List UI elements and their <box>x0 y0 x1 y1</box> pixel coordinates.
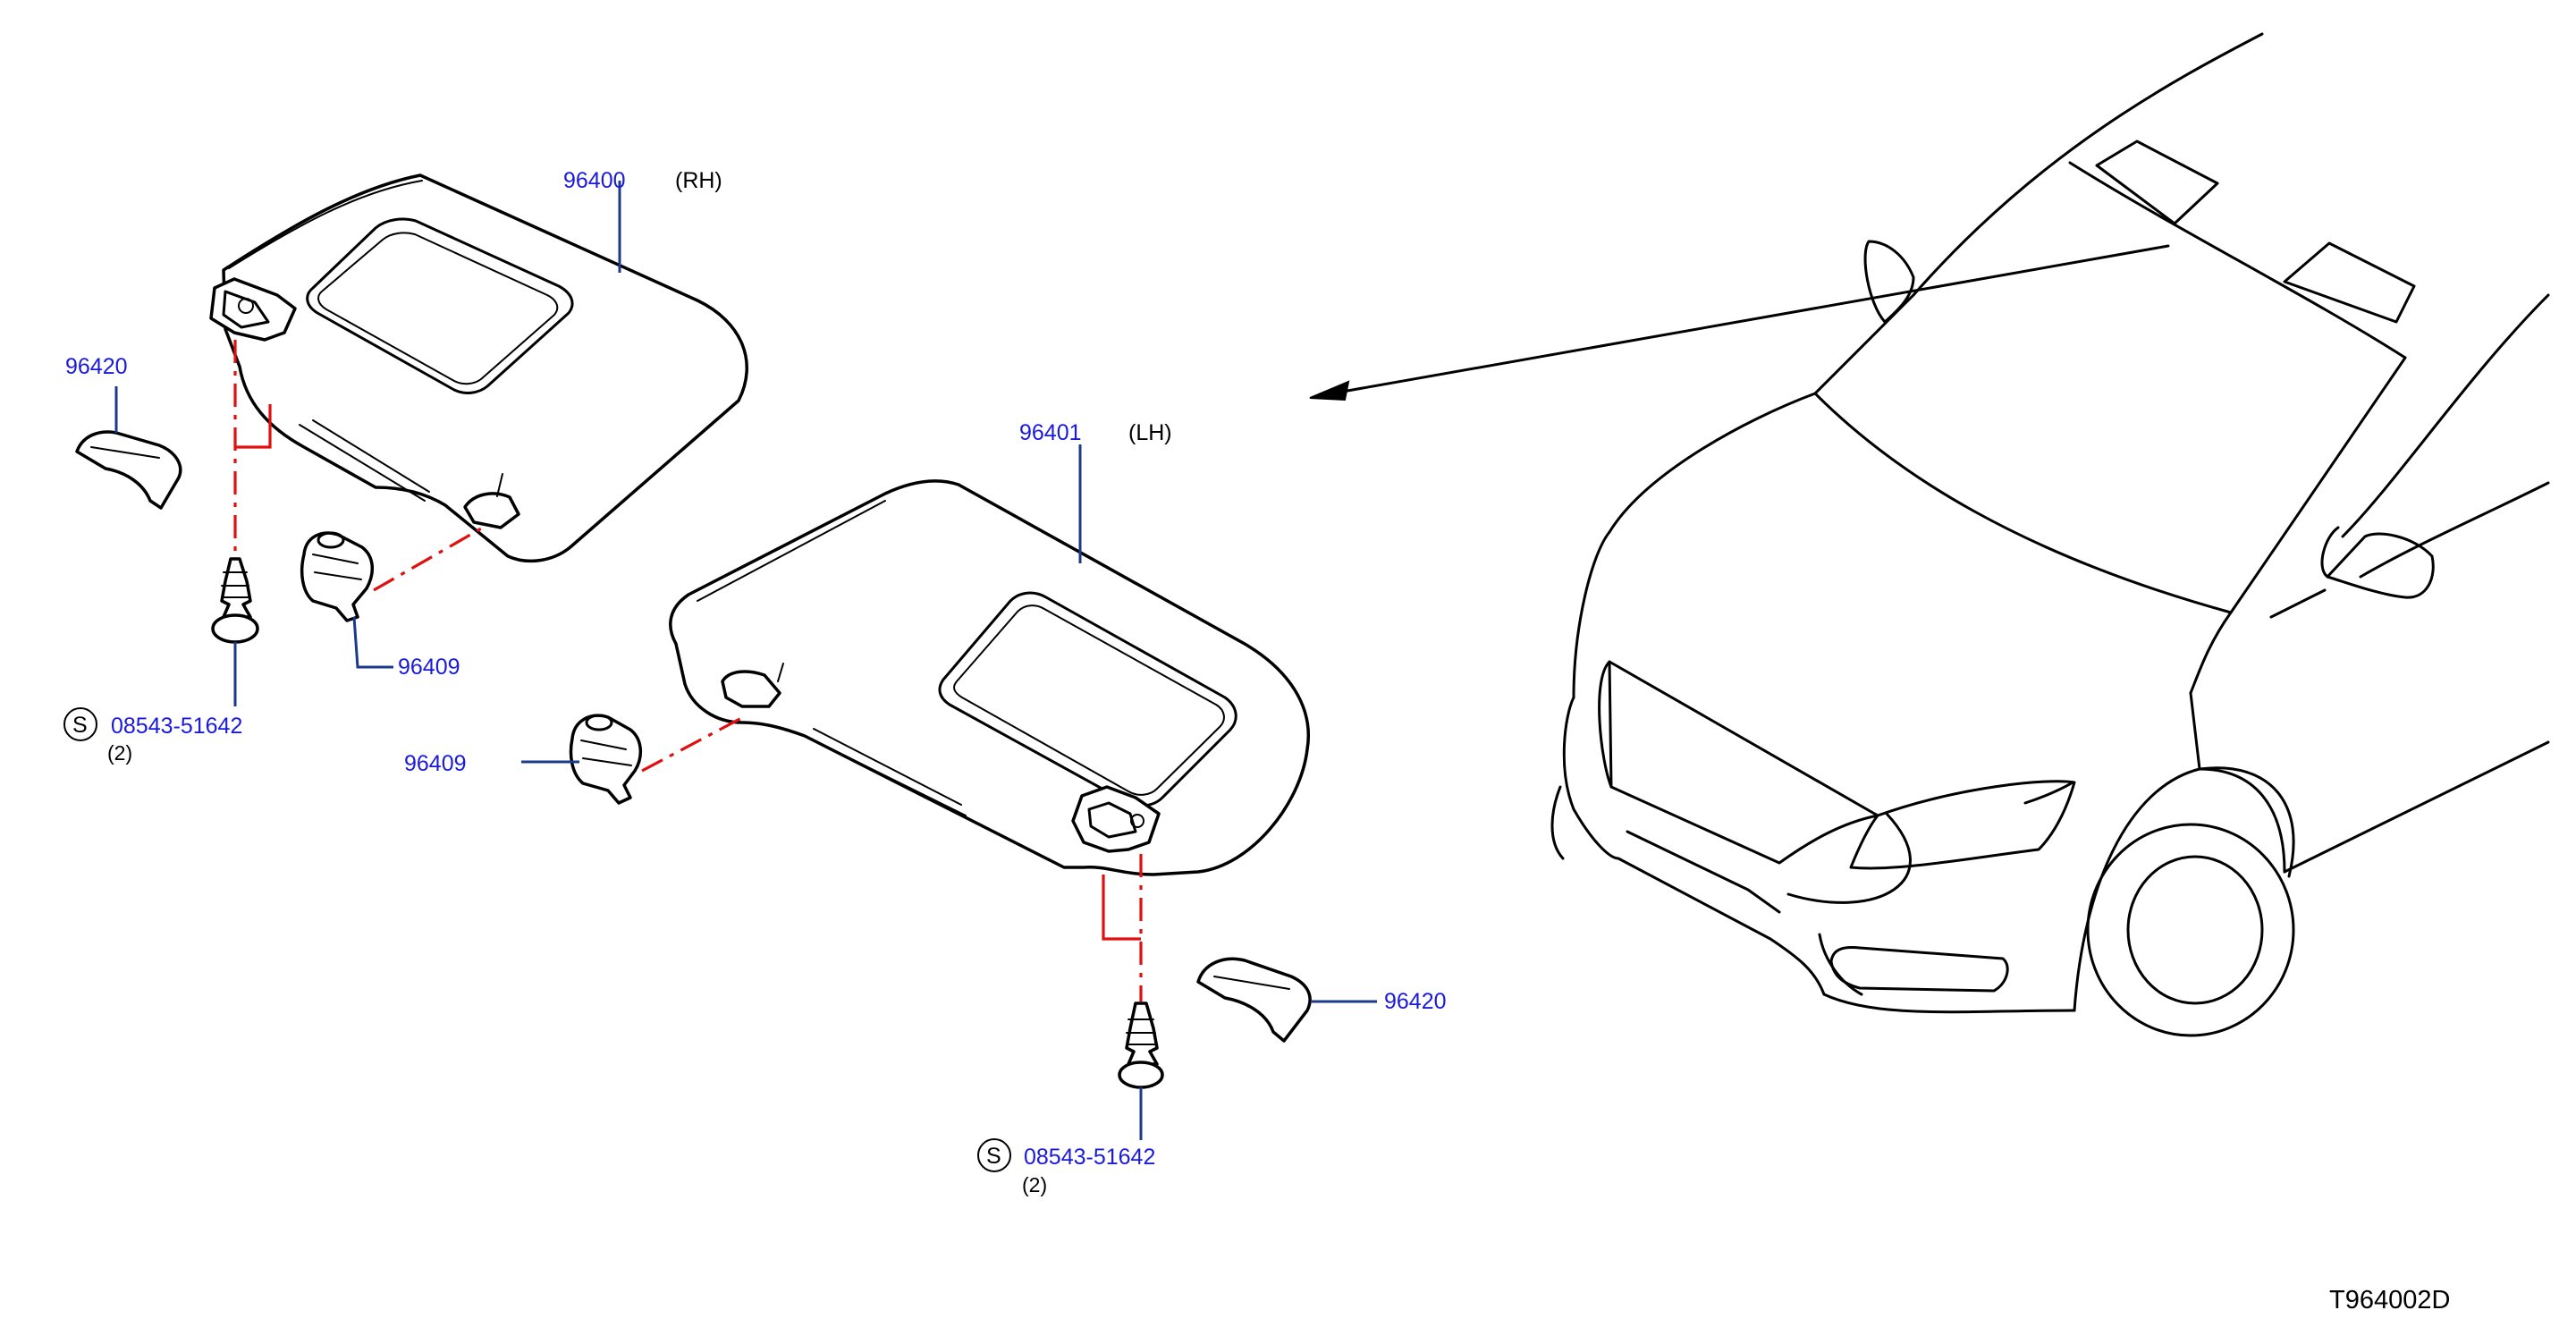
holder-left-part-number: 96409 <box>398 655 460 680</box>
standard-part-symbol-left <box>63 707 97 741</box>
cover-left-part-number: 96420 <box>65 354 128 379</box>
screw-left-part <box>211 557 259 644</box>
figure-code: T964002D <box>2329 1286 2450 1314</box>
lh-visor-side-label: (LH) <box>1128 420 1172 445</box>
car-front-view <box>1309 32 2550 1037</box>
lh-sun-visor <box>669 479 1310 876</box>
holder-center-part-number: 96409 <box>404 751 467 776</box>
screw-left-quantity: (2) <box>107 741 132 765</box>
cover-right-part <box>1196 957 1312 1043</box>
rh-visor-side-label: (RH) <box>675 168 722 193</box>
holder-center-part <box>569 714 642 805</box>
standard-part-symbol-right <box>977 1138 1011 1172</box>
lh-visor-part-number: 96401 <box>1019 420 1082 445</box>
screw-right-quantity: (2) <box>1022 1173 1047 1196</box>
holder-left-part <box>300 531 374 622</box>
screw-right-part-number: 08543-51642 <box>1024 1145 1155 1170</box>
screw-left-part-number: 08543-51642 <box>111 714 242 739</box>
cover-left-part <box>75 430 182 510</box>
screw-left-symbol: S <box>72 713 88 738</box>
screw-right-symbol: S <box>986 1144 1001 1169</box>
rh-sun-visor <box>209 173 748 563</box>
screw-right-part <box>1118 1002 1164 1089</box>
cover-right-part-number: 96420 <box>1384 989 1447 1014</box>
rh-visor-part-number: 96400 <box>563 168 626 193</box>
